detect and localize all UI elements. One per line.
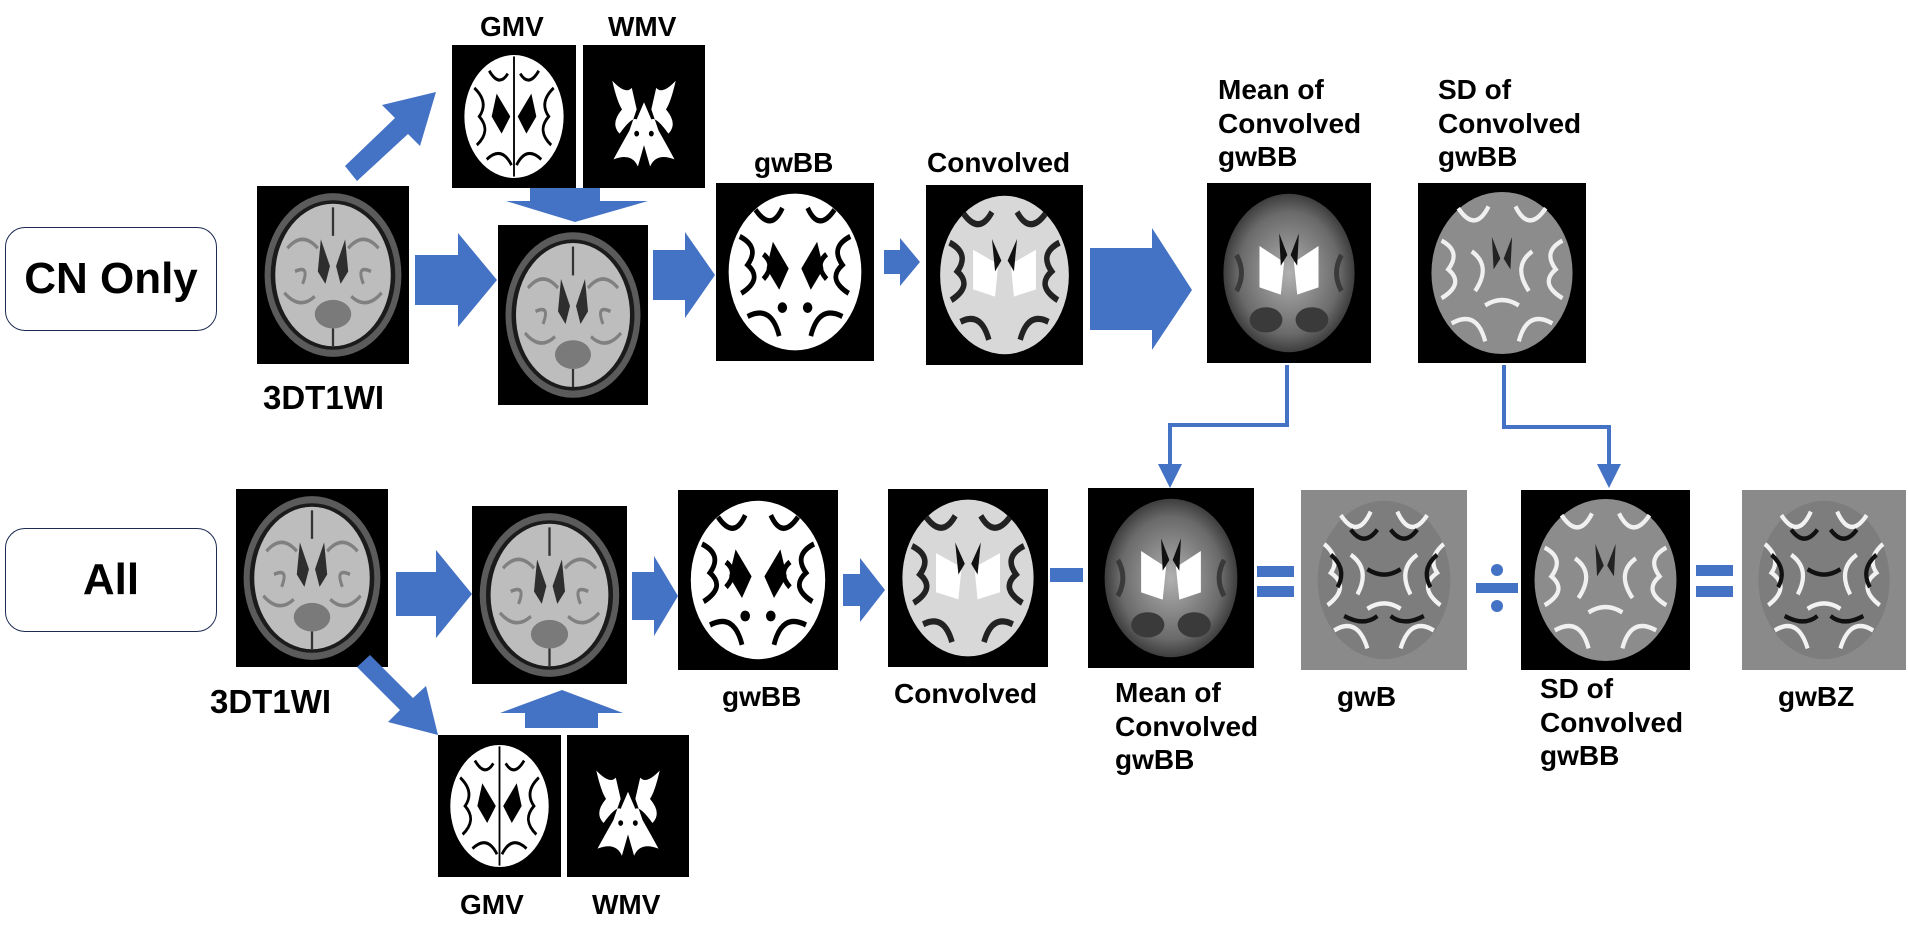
all-box: All (5, 528, 217, 632)
top-sd-label-line2: Convolved (1438, 107, 1582, 139)
mean-connector-head (1158, 464, 1182, 488)
sd-connector (1502, 365, 1611, 470)
bottom-gwbb-image (678, 490, 838, 670)
top-convolved-label: Convolved (927, 147, 1071, 178)
bottom-gwb-image (1301, 490, 1467, 670)
bottom-skullstripped-image (472, 506, 627, 684)
top-gwbb-label: gwBB (754, 147, 834, 178)
equals1-top (1257, 566, 1294, 577)
bottom-sd-label-line3: gwBB (1540, 740, 1620, 772)
bottom-3dt1wi-label: 3DT1WI (210, 683, 332, 720)
top-mean-label-line3: gwBB (1218, 141, 1298, 173)
connector-heads (1158, 464, 1621, 488)
bottom-diagonal-arrow (357, 655, 438, 735)
connector-lines (1168, 365, 1611, 470)
bottom-sd-label-line2: Convolved (1540, 706, 1684, 738)
bottom-wmv-label: WMV (592, 889, 661, 920)
cn-only-label: CN Only (24, 254, 198, 303)
bottom-up-arrow (500, 690, 623, 728)
top-diagonal-arrow (345, 92, 436, 181)
bottom-gwbb-label: gwBB (722, 681, 802, 712)
top-gmv-label: GMV (480, 11, 544, 42)
equals2-top (1696, 565, 1733, 576)
top-sd-image (1418, 183, 1586, 363)
top-gmv-image (452, 45, 576, 188)
top-mean-label-line1: Mean of (1218, 74, 1324, 105)
bottom-gmv-label: GMV (460, 889, 524, 920)
bottom-mean-image (1088, 488, 1254, 668)
equals2-bottom (1696, 586, 1733, 597)
all-label: All (82, 555, 140, 604)
top-sd-label-line3: gwBB (1438, 141, 1518, 173)
bottom-mean-label-line2: Convolved (1115, 710, 1259, 742)
minus-operator (1050, 568, 1083, 582)
bottom-mean-label-line1: Mean of (1115, 677, 1221, 708)
top-3dt1wi-image (257, 186, 409, 364)
top-arrow-2 (653, 232, 715, 318)
cn-only-box: CN Only (5, 227, 217, 331)
bottom-mean-label-line3: gwBB (1115, 744, 1195, 776)
bottom-gwbz-image (1742, 490, 1906, 670)
divide-top-dot (1491, 564, 1503, 576)
top-wmv-image (583, 45, 705, 188)
bottom-mean-label: Mean of Convolved gwBB (1115, 676, 1258, 777)
bottom-wmv-image (567, 735, 689, 877)
bottom-sd-image (1521, 490, 1690, 670)
top-mean-image (1207, 183, 1371, 363)
top-mean-label: Mean of Convolved gwBB (1218, 73, 1361, 174)
divide-bar (1476, 583, 1518, 593)
top-skullstripped-image (498, 225, 648, 405)
top-arrow-1 (415, 233, 497, 327)
bottom-3dt1wi-image (236, 489, 388, 667)
bottom-gwb-label: gwB (1337, 681, 1397, 712)
bottom-gmv-image (438, 735, 561, 877)
bottom-convolved-label: Convolved (894, 678, 1038, 709)
top-down-arrow (506, 188, 648, 222)
bottom-arrow-1 (396, 550, 472, 638)
bottom-convolved-image (888, 489, 1048, 667)
top-mean-label-line2: Convolved (1218, 107, 1362, 139)
top-arrow-4 (1090, 228, 1192, 350)
sd-connector-head (1597, 464, 1621, 488)
top-convolved-image (926, 185, 1083, 365)
top-sd-label-line1: SD of (1438, 74, 1512, 105)
bottom-sd-label-line1: SD of (1540, 673, 1614, 704)
bottom-gwbz-label: gwBZ (1778, 681, 1855, 712)
equals1-bottom (1257, 586, 1294, 597)
top-wmv-label: WMV (608, 11, 677, 42)
top-3dt1wi-label: 3DT1WI (263, 379, 385, 416)
mean-connector (1168, 365, 1289, 470)
top-gwbb-image (716, 183, 874, 361)
divide-bottom-dot (1491, 600, 1503, 612)
top-arrow-3 (884, 238, 920, 286)
bottom-arrow-3 (843, 558, 885, 622)
bottom-arrow-2 (632, 556, 678, 636)
bottom-sd-label: SD of Convolved gwBB (1540, 672, 1683, 773)
top-sd-label: SD of Convolved gwBB (1438, 73, 1581, 174)
